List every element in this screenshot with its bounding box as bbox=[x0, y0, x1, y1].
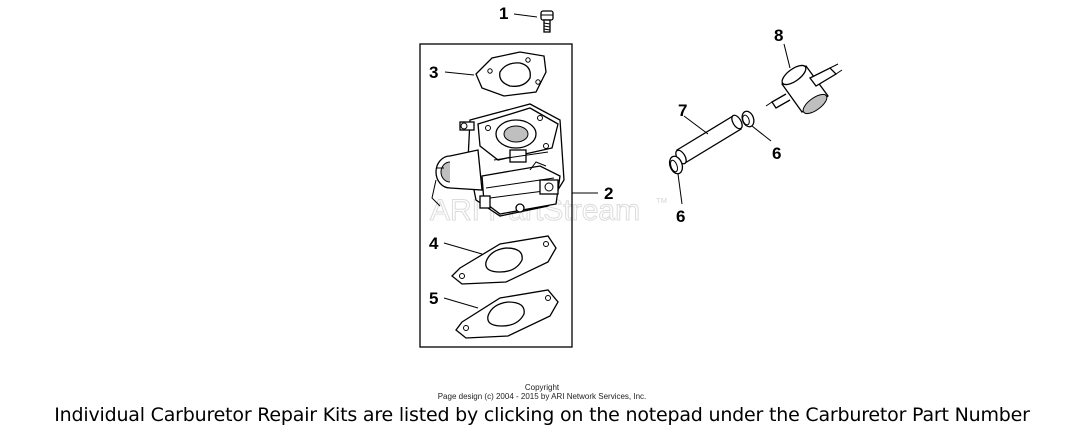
callout-7[interactable]: 7 bbox=[678, 101, 687, 120]
page-design-credit: Page design (c) 2004 - 2015 by ARI Netwo… bbox=[437, 392, 647, 401]
callout-6-lower[interactable]: 6 bbox=[676, 207, 685, 226]
callout-3[interactable]: 3 bbox=[429, 63, 438, 82]
leader-line-3 bbox=[444, 71, 475, 76]
callout-8[interactable]: 8 bbox=[774, 26, 783, 45]
leader-line-1 bbox=[513, 13, 538, 18]
leader-line-6-lower bbox=[677, 173, 683, 205]
leader-line-8 bbox=[783, 43, 791, 69]
repair-kit-notice: Individual Carburetor Repair Kits are li… bbox=[54, 404, 1030, 426]
callout-4[interactable]: 4 bbox=[429, 234, 439, 253]
leader-line-6-upper bbox=[751, 125, 772, 142]
carburetor-part-2[interactable] bbox=[431, 103, 565, 217]
copyright-label: Copyright bbox=[524, 383, 560, 392]
callout-2[interactable]: 2 bbox=[604, 184, 613, 203]
watermark-tm: ™ bbox=[655, 195, 668, 210]
hose-clamp-part-6-lower[interactable] bbox=[667, 154, 684, 175]
leader-line-4 bbox=[443, 242, 483, 255]
gasket-part-5[interactable] bbox=[455, 289, 559, 339]
gasket-part-4[interactable] bbox=[451, 235, 557, 285]
fuel-hose-part-7[interactable] bbox=[674, 114, 745, 166]
copyright-block: Copyright Page design (c) 2004 - 2015 by… bbox=[0, 383, 1084, 401]
gasket-part-3[interactable] bbox=[475, 51, 547, 97]
callout-5[interactable]: 5 bbox=[429, 289, 438, 308]
callout-6-upper[interactable]: 6 bbox=[772, 144, 781, 163]
assembly-box bbox=[419, 43, 573, 348]
screw-part-1[interactable] bbox=[540, 10, 554, 33]
leader-line-5 bbox=[443, 297, 479, 309]
leader-line-7 bbox=[683, 115, 709, 135]
hose-clamp-part-6-upper[interactable] bbox=[740, 110, 756, 129]
fuel-filter-part-8[interactable] bbox=[765, 62, 843, 117]
callout-1[interactable]: 1 bbox=[499, 4, 508, 23]
